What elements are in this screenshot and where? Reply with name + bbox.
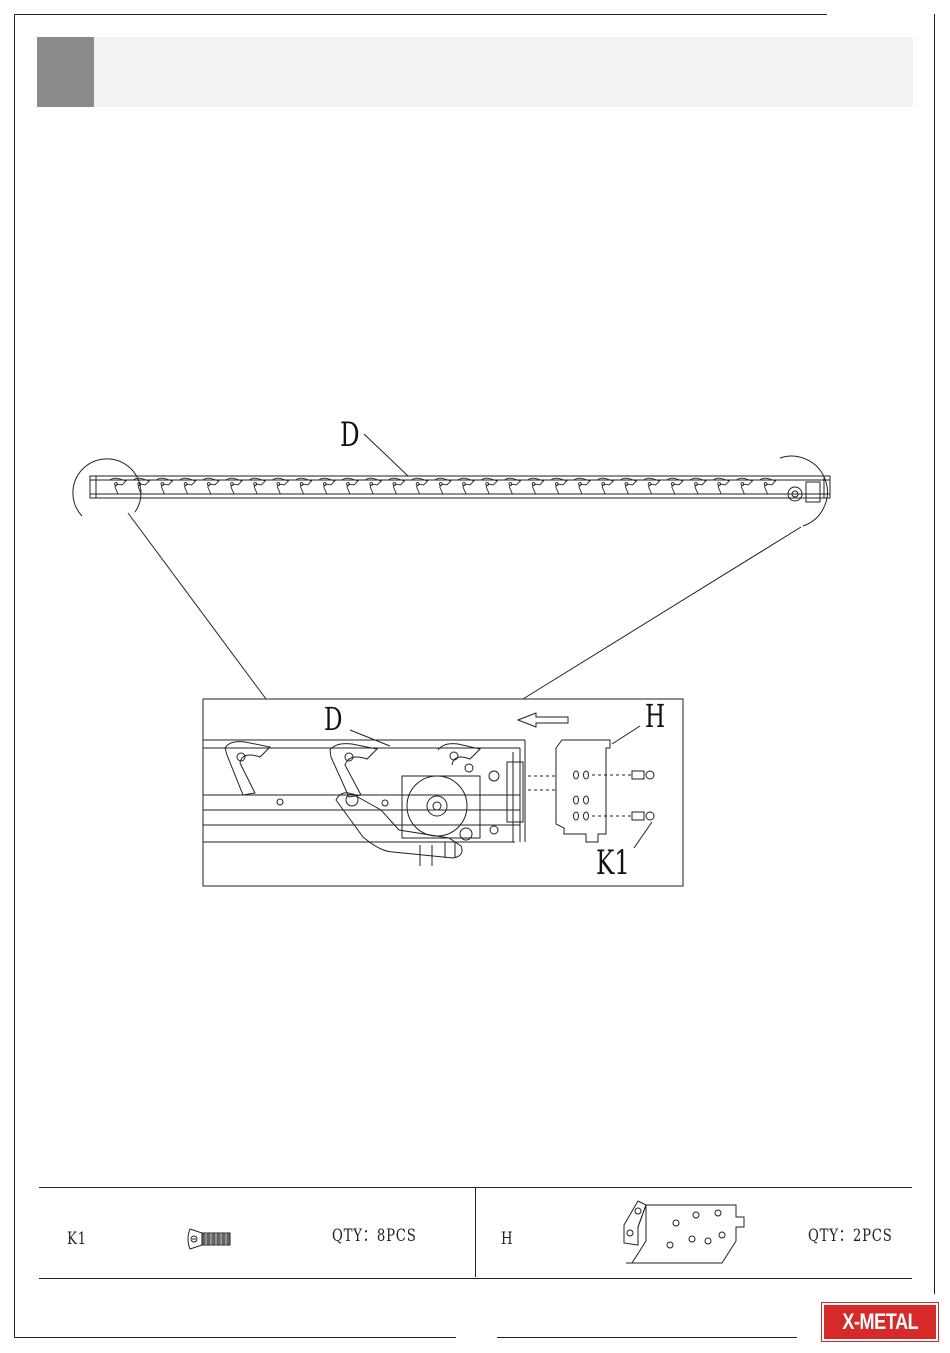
leader-right — [523, 527, 801, 699]
bracket-h-detail — [556, 740, 610, 842]
part-qty-k1: QTY：8PCS — [332, 1221, 417, 1246]
callout-d-overview: D — [340, 418, 360, 452]
part-code-k1: K1 — [67, 1229, 87, 1249]
insert-direction-arrow — [518, 713, 568, 727]
callout-d-detail: D — [324, 703, 342, 735]
parts-list-divider — [475, 1187, 476, 1277]
countersunk-screw-icon — [186, 1227, 234, 1251]
part-qty-h: QTY：2PCS — [808, 1221, 893, 1246]
mounting-bracket-icon — [620, 1193, 750, 1269]
brand-logo: X-METAL — [822, 1303, 938, 1341]
part-code-h: H — [501, 1229, 513, 1249]
leader-d-top — [364, 434, 408, 476]
callout-k1-detail: K1 — [596, 846, 630, 880]
callout-h-detail: H — [645, 700, 665, 732]
brand-logo-text: X-METAL — [842, 1309, 918, 1335]
rail-d-detail — [203, 726, 654, 866]
leader-left — [128, 513, 266, 699]
